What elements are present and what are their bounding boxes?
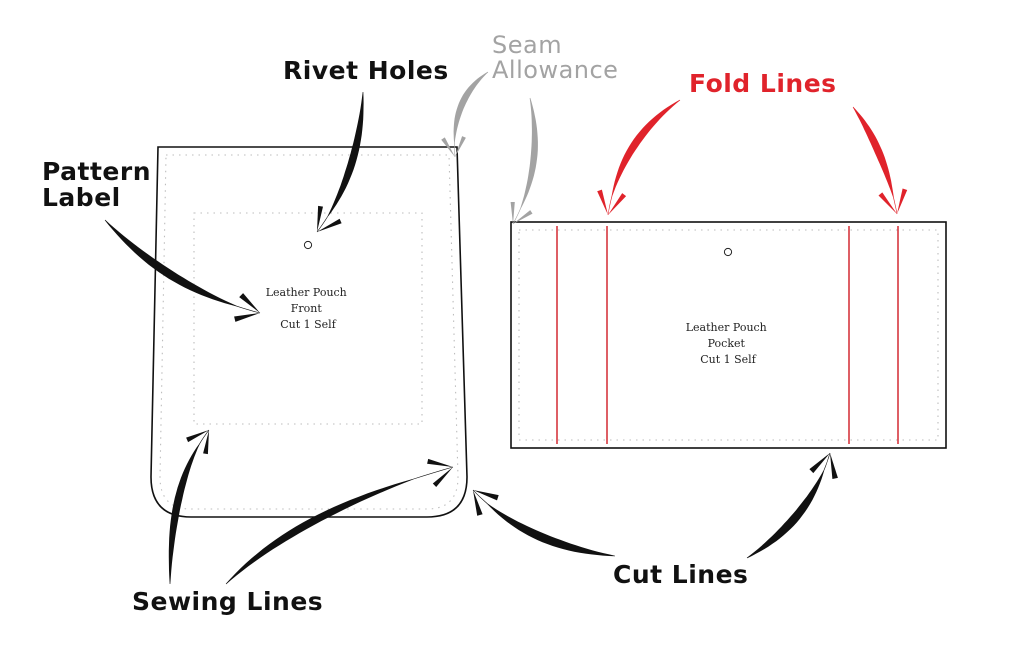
front-rivet-hole [303,240,313,250]
front-seam-allowance-line [159,154,459,510]
pocket-label-line-2: Pocket [708,337,746,350]
pocket-rivet-hole [723,247,733,257]
rivet-holes-arrow-head-barb [317,218,342,232]
callout-fold-lines: Fold Lines [689,69,837,98]
callout-sewing-lines: Sewing Lines [132,587,324,616]
sewing-lines-arrow-left-head-barb [186,430,209,443]
fold-lines-arrow-right-shaft [852,106,898,215]
callout-seam-allowance: Seam Allowance [492,31,619,85]
pocket-label-line-3: Cut 1 Self [700,353,756,366]
rivet-holes-arrow-shaft [316,92,364,233]
callout-rivet-holes: Rivet Holes [283,56,449,85]
callout-arrows [104,71,908,585]
fold-lines-arrow-right-head-barb [897,188,908,214]
rivet-holes-arrow-head-barb [317,205,323,232]
fold-lines-arrow-right-head-barb [878,192,897,214]
cut-lines-arrow-front-head-barb [473,490,499,501]
pattern-label-arrow-head-barb [234,313,260,322]
sewing-lines-arrow-right-shaft [225,466,454,585]
front-inner-sewing-line [193,212,423,425]
sewing-lines-arrow-left-shaft [168,429,210,584]
callout-cut-lines: Cut Lines [613,560,749,589]
sewing-lines-arrow-right-head-barb [432,467,453,487]
seam-allowance-arrow-pocket-head-barb [510,202,515,224]
seam-allowance-arrow-front-head-barb [455,136,466,157]
front-pattern-label: Leather Pouch Front Cut 1 Self [266,286,351,331]
cut-lines-arrow-front-shaft [472,489,615,557]
front-label-line-2: Front [291,302,323,315]
pattern-label-arrow-head-barb [239,293,260,313]
seam-allowance-arrow-pocket-head-barb [513,210,533,224]
seam-allowance-arrow-front-shaft [453,71,489,157]
fold-lines-arrow-left-shaft [607,99,681,215]
pocket-label-line-1: Leather Pouch [686,321,767,334]
callout-pattern-label: Pattern Label [42,157,152,213]
cut-lines-arrow-pocket-head-barb [809,453,830,474]
cut-lines-arrow-pocket-head-barb [830,453,838,479]
front-label-line-3: Cut 1 Self [280,318,336,331]
sewing-lines-arrow-right-head-barb [427,458,453,467]
pocket-cut-line [510,221,947,449]
fold-lines-arrow-left-head-barb [597,189,608,215]
pocket-pattern-label: Leather Pouch Pocket Cut 1 Self [686,321,771,366]
seam-allowance-arrow-front-head-barb [441,137,455,157]
fold-lines-arrow-left-head-barb [608,193,627,215]
cut-lines-arrow-front-head-barb [473,490,483,516]
seam-allowance-arrow-pocket-shaft [512,97,538,225]
front-label-line-1: Leather Pouch [266,286,347,299]
pocket-seam-allowance-line [518,229,939,441]
sewing-lines-arrow-left-head-barb [203,430,209,455]
front-piece: Leather Pouch Front Cut 1 Self [150,146,468,518]
front-cut-line [150,146,468,518]
pattern-label-arrow-shaft [104,219,261,314]
pocket-piece: Leather Pouch Pocket Cut 1 Self [510,221,947,449]
cut-lines-arrow-pocket-shaft [746,452,831,559]
